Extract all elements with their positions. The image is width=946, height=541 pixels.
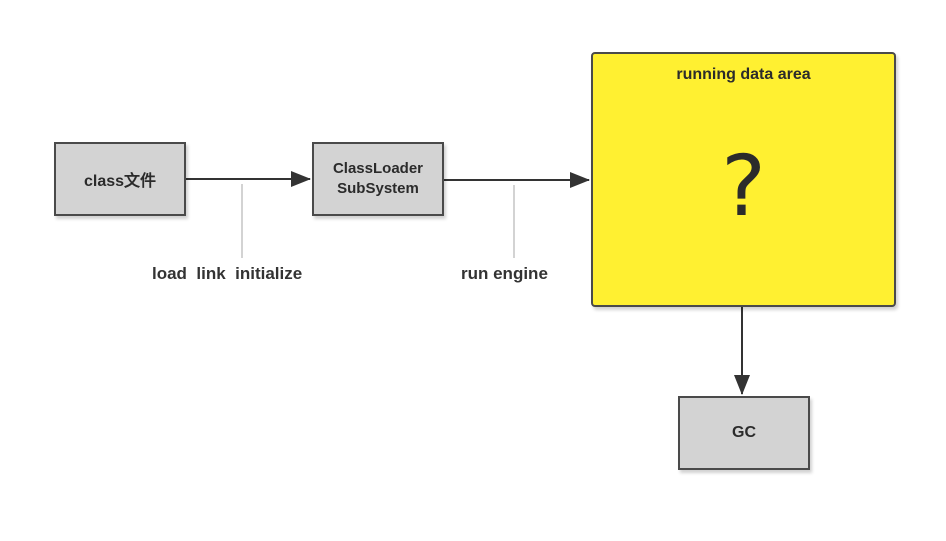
gc-node: GC	[678, 396, 810, 470]
gc-label: GC	[732, 424, 756, 441]
load-link-initialize-label: load link initialize	[152, 264, 303, 283]
question-mark: ?	[721, 137, 766, 235]
class-file-label: class文件	[83, 173, 157, 190]
classloader-label-line2: SubSystem	[337, 180, 419, 197]
classloader-label-line1: ClassLoader	[332, 160, 424, 177]
classloader-subsystem-node: ClassLoader SubSystem	[312, 142, 444, 216]
run-engine-label: run engine	[461, 264, 548, 283]
running-data-area-title: running data area	[676, 66, 811, 83]
class-file-node: class文件	[54, 142, 186, 216]
running-data-area-node: running data area ?	[591, 52, 896, 307]
